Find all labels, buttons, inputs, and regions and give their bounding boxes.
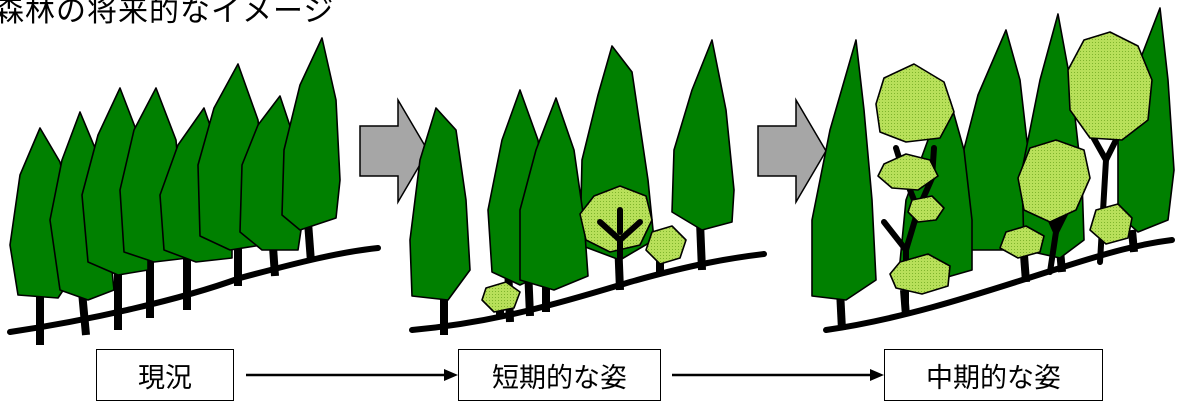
block-arrow-1 xyxy=(359,97,429,205)
panel-medium-broadleaf xyxy=(875,31,1153,295)
panel-short-broadleaf xyxy=(481,185,687,313)
panel-current-ground xyxy=(7,245,381,335)
diagram-title: 森林の将来的なイメージ xyxy=(0,0,335,29)
timeline-arrow-1 xyxy=(246,369,458,381)
panel-short-ground xyxy=(409,251,767,333)
block-arrow-2 xyxy=(757,97,827,205)
panel-medium-ground xyxy=(823,237,1175,333)
stage-current-box: 現況 xyxy=(96,349,234,401)
stage-short-term-box: 短期的な姿 xyxy=(458,349,661,401)
panel-medium-term xyxy=(811,7,1175,333)
panel-short-conifers xyxy=(409,39,735,301)
timeline-arrow-2 xyxy=(672,369,884,381)
panel-short-term xyxy=(409,39,767,335)
panel-short-branches xyxy=(597,207,643,261)
panel-current xyxy=(7,37,381,345)
panel-current-conifers xyxy=(9,37,341,301)
stage-medium-term-box: 中期的な姿 xyxy=(884,349,1103,401)
